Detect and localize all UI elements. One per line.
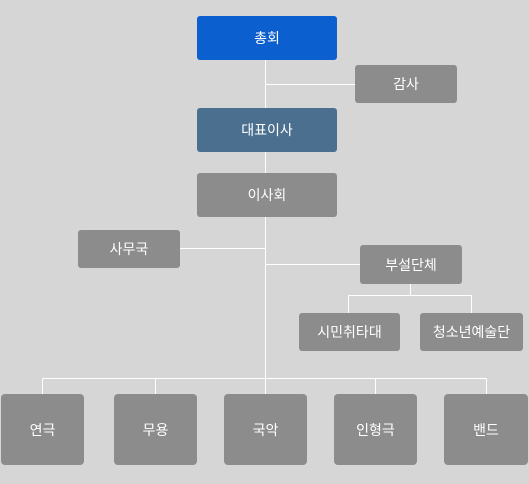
affiliated-label: 부설단체 [385,257,437,274]
youth-arts-box: 청소년예술단 [420,313,523,351]
board-label: 이사회 [247,188,287,204]
auditor-label: 감사 [393,77,419,93]
dance-box: 무용 [114,394,197,465]
secretariat-label: 사무국 [109,242,149,258]
auditor-box: 감사 [355,65,457,103]
youth-arts-label: 청소년예술단 [432,325,511,341]
citizen-drama-box: 시민취타대 [299,313,400,351]
board-box: 이사회 [197,173,337,217]
puppet-label: 인형극 [356,422,395,439]
general-assembly-label: 총회 [254,31,280,47]
ceo-label: 대표이사 [241,123,293,139]
secretariat-box: 사무국 [78,230,180,268]
ceo-box: 대표이사 [197,108,337,152]
affiliated-box: 부설단체 [360,245,462,284]
dance-label: 무용 [142,422,169,439]
korean-music-box: 국악 [224,394,307,465]
general-assembly-box: 총회 [197,16,337,60]
puppet-box: 인형극 [334,394,417,465]
theater-box: 연극 [1,394,84,465]
theater-label: 연극 [29,422,56,439]
band-box: 밴드 [444,394,528,465]
band-label: 밴드 [473,422,499,439]
korean-music-label: 국악 [252,422,279,439]
citizen-drama-label: 시민취타대 [317,325,382,341]
